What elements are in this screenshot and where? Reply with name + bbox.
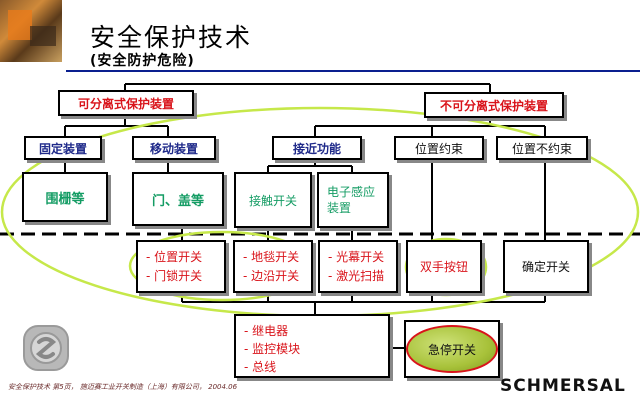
edge-switch-item: - 边沿开关 bbox=[243, 269, 300, 283]
emergency-stop-ellipse: 急停开关 bbox=[406, 325, 498, 373]
relay-item: - 继电器 bbox=[244, 324, 289, 338]
laser-scan-item: - 激光扫描 bbox=[328, 269, 385, 283]
node-two-hand-button: 双手按钮 bbox=[406, 240, 482, 293]
page-subtitle: (安全防护危险) bbox=[90, 53, 195, 69]
mat-switch-item: - 地毯开关 bbox=[243, 250, 300, 264]
node-separable: 可分离式保护装置 bbox=[58, 90, 194, 116]
node-enable-switch: 确定开关 bbox=[503, 240, 589, 293]
emergency-stop-label: 急停开关 bbox=[427, 342, 476, 357]
node-position-constraint: 位置约束 bbox=[394, 136, 484, 160]
header-photo bbox=[0, 0, 62, 62]
page-title: 安全保护技术 bbox=[90, 23, 253, 52]
node-position-free: 位置不约束 bbox=[496, 136, 588, 160]
node-fixed-device: 固定装置 bbox=[24, 136, 102, 160]
node-electronic-sensor: 电子感应装置 bbox=[317, 172, 389, 228]
node-emergency-stop-box: 急停开关 bbox=[404, 320, 500, 378]
node-proximity: 接近功能 bbox=[272, 136, 362, 160]
header-divider bbox=[66, 70, 640, 72]
company-seal-logo bbox=[22, 324, 70, 372]
footer-text: 安全保护技术 第5页， 施迈赛工业开关制造（上海）有限公司， 2004.06 bbox=[8, 383, 238, 391]
node-movable-device: 移动装置 bbox=[132, 136, 216, 160]
door-lock-switch-item: - 门锁开关 bbox=[146, 269, 203, 283]
node-mat-edge-switch: - 地毯开关 - 边沿开关 bbox=[233, 240, 313, 293]
node-inseparable: 不可分离式保护装置 bbox=[424, 92, 564, 118]
node-contact-switch: 接触开关 bbox=[234, 172, 312, 228]
bus-item: - 总线 bbox=[244, 360, 277, 374]
node-door-cover: 门、盖等 bbox=[132, 172, 224, 226]
node-relay-monitor-bus: - 继电器 - 监控模块 - 总线 bbox=[234, 314, 390, 378]
brand-logo: SCHMERSAL bbox=[500, 376, 626, 396]
node-light-curtain-laser: - 光幕开关 - 激光扫描 bbox=[318, 240, 398, 293]
monitor-module-item: - 监控模块 bbox=[244, 342, 301, 356]
position-switch-item: - 位置开关 bbox=[146, 250, 203, 264]
node-fence: 围栅等 bbox=[22, 172, 108, 222]
light-curtain-item: - 光幕开关 bbox=[328, 250, 385, 264]
electronic-sensor-label: 电子感应装置 bbox=[327, 185, 376, 215]
node-position-door-switch: - 位置开关 - 门锁开关 bbox=[136, 240, 226, 293]
